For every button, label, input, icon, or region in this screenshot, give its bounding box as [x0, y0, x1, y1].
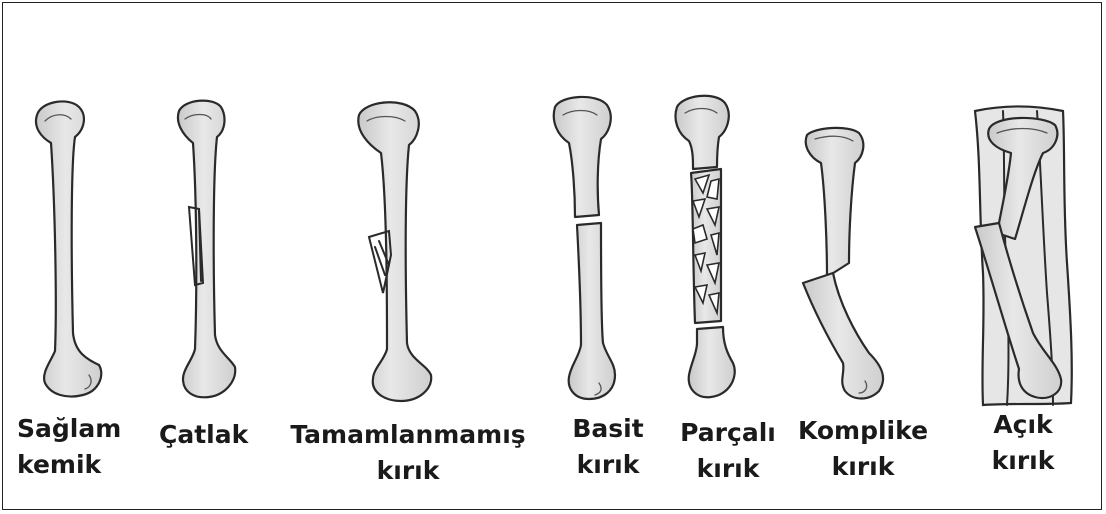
complicated-fracture-bone: [803, 128, 883, 399]
label-fissure: Çatlak: [159, 417, 248, 453]
comminuted-fracture-bone: [676, 96, 735, 398]
incomplete-fracture-bone: [358, 102, 431, 401]
open-fracture-bone: [975, 107, 1072, 406]
fissure-bone: [178, 101, 235, 398]
simple-fracture-bone: [554, 97, 615, 399]
healthy-bone: [36, 101, 101, 396]
